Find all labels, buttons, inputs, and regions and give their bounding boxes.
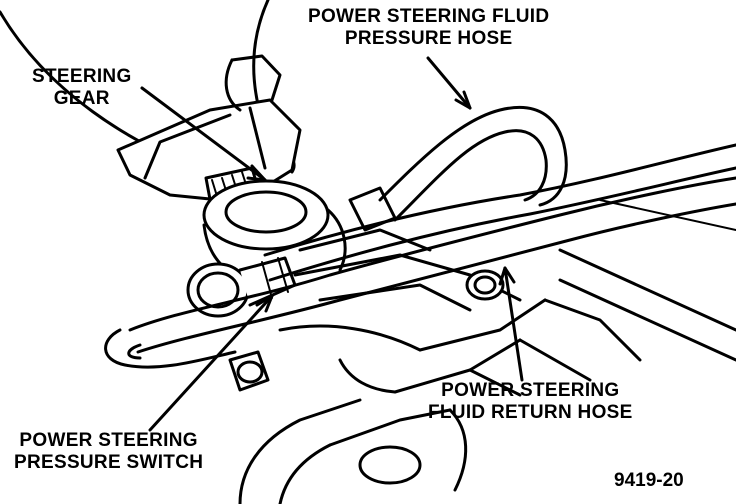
pressure-switch-label: POWER STEERING PRESSURE SWITCH	[14, 430, 203, 474]
pressure-switch-leader	[148, 294, 274, 432]
pressure-switch-label-line2: PRESSURE SWITCH	[14, 452, 204, 473]
hose-fittings	[186, 186, 505, 392]
frame-rail	[558, 248, 736, 332]
leader-lines	[140, 56, 524, 432]
pressure-hose-label-line2: PRESSURE HOSE	[344, 28, 513, 49]
return-hose-label: POWER STEERING FLUID RETURN HOSE	[428, 380, 633, 424]
pressure-switch-label-line1: POWER STEERING	[19, 430, 198, 451]
steering-gear-label: STEERING GEAR	[32, 66, 132, 110]
steering-gear-label-line1: STEERING	[32, 66, 132, 87]
pressure-hose-leader	[426, 56, 472, 110]
pressure-hose-label-line1: POWER STEERING FLUID	[308, 6, 550, 27]
pressure-hose-label: POWER STEERING FLUID PRESSURE HOSE	[308, 6, 549, 50]
pressure-hose	[263, 105, 736, 282]
return-hose-leader	[503, 266, 524, 382]
frame-rail-top	[599, 199, 736, 231]
steering-gear-label-line2: GEAR	[53, 88, 110, 109]
gear-casting	[202, 179, 642, 504]
return-hose-label-line2: FLUID RETURN HOSE	[428, 402, 633, 423]
frame-rail-lower	[558, 278, 736, 362]
figure-number: 9419-20	[614, 470, 684, 491]
steering-gear-leader	[140, 86, 267, 182]
return-hose-label-line1: POWER STEERING	[441, 380, 620, 401]
return-hose	[104, 176, 736, 369]
